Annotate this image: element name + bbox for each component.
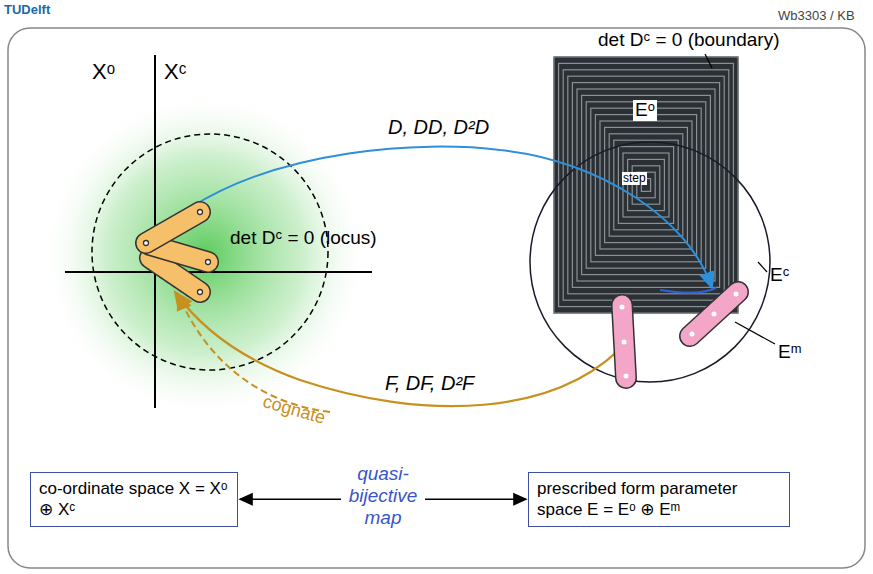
map-label: D, DD, D²D [388,116,489,138]
space-label: Eᵐ [778,342,802,363]
locus-label: det Dᶜ = 0 (locus) [230,228,377,249]
process-box: co-ordinate space X = Xᵒ ⊕ Xᶜ [30,472,238,527]
boundary-label: det Dᶜ = 0 (boundary) [598,30,780,51]
frame [8,28,865,568]
course-code: Wb3303 / KB [778,9,855,23]
map-curve [190,147,712,288]
cognate-label: cognate [261,392,328,429]
logo: TUDelft [4,3,50,17]
linkage-pink [620,292,739,379]
nested-squares [554,57,738,313]
leader-line [735,322,775,344]
linkage [144,210,211,295]
connector-label: quasi-bijective map [341,463,425,529]
space-label: Xᶜ [164,60,186,84]
glow [40,90,370,420]
step-curve [660,288,716,293]
leader-line [705,54,712,68]
process-box: prescribed form parameter space E = Eᵒ ⊕… [528,472,790,527]
leader-line [758,262,767,272]
space-label: Eᶜ [770,265,789,286]
dashed-circle [92,134,328,370]
box-text: prescribed form parameter space E = Eᵒ ⊕… [537,478,781,521]
cognate-curve [178,294,330,412]
map-curve [175,292,630,406]
space-label: Xᵒ [92,60,115,84]
box-text: co-ordinate space X = Xᵒ ⊕ Xᶜ [39,478,229,521]
step-label: step [622,172,647,185]
map-label: F, DF, D²F [385,372,474,394]
circle [530,142,770,382]
space-label: Eᵒ [633,100,657,121]
